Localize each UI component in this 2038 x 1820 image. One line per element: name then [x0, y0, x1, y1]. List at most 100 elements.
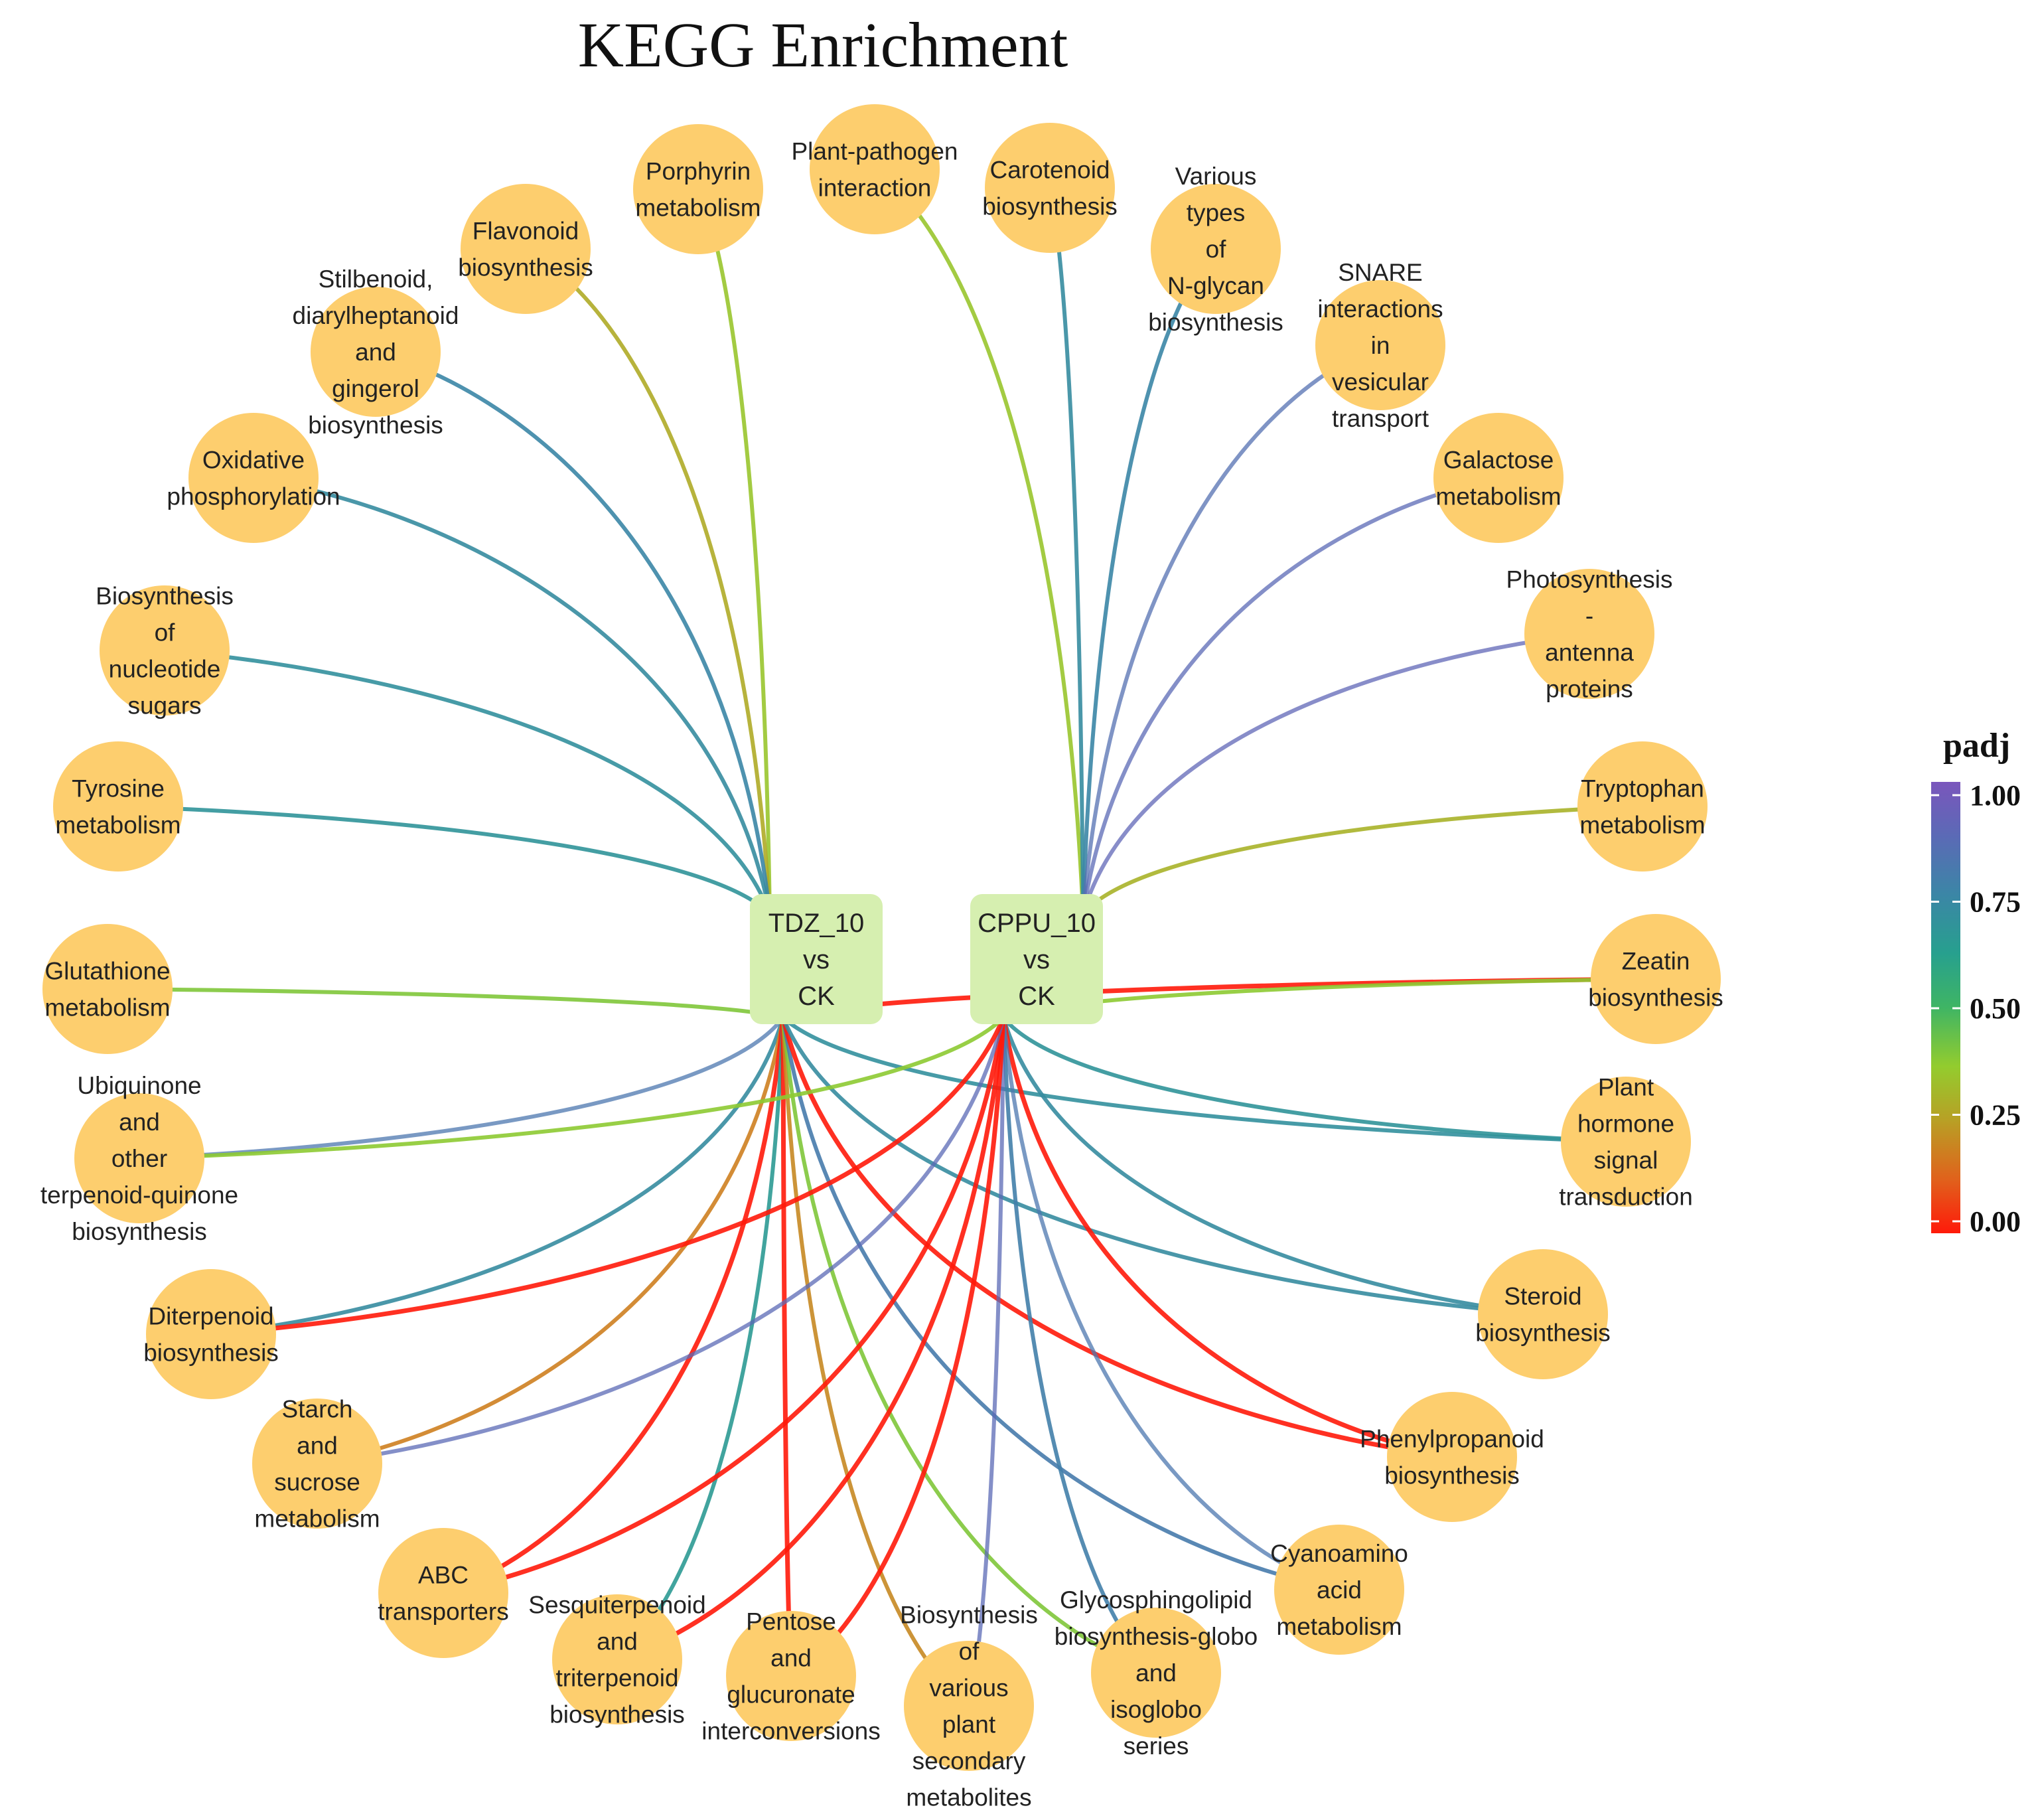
- node-label-line: other: [111, 1145, 167, 1172]
- node-label-line: Tryptophan: [1581, 775, 1704, 802]
- node-label-line: Ubiquinone: [77, 1072, 201, 1099]
- node-label-line: interactions: [1317, 295, 1443, 323]
- node-label-line: sugars: [127, 692, 201, 720]
- node-label-line: Phenylpropanoid: [1360, 1426, 1544, 1453]
- node-label-line: Diterpenoid: [148, 1303, 273, 1330]
- node-label-line: Cyanoamino: [1270, 1540, 1408, 1567]
- pathway-node-stilbenoid[interactable]: Stilbenoid,diarylheptanoidandgingerolbio…: [293, 265, 459, 439]
- comparison-box: [970, 894, 1103, 1024]
- node-label-line: Glycosphingolipid: [1060, 1586, 1252, 1614]
- node-label-line: secondary: [912, 1748, 1026, 1775]
- node-label-line: diarylheptanoid: [293, 302, 459, 329]
- chart-title: KEGG Enrichment: [578, 9, 1068, 80]
- edge-tdz-diterpenoid: [209, 1016, 785, 1336]
- node-label-line: transduction: [1559, 1183, 1693, 1211]
- node-label-line: of: [959, 1638, 980, 1665]
- node-label-line: Plant-pathogen: [792, 138, 958, 165]
- node-label-line: biosynthesis: [143, 1339, 279, 1367]
- node-label-line: Galactose: [1443, 447, 1554, 474]
- node-circle: [1091, 1608, 1221, 1738]
- node-circle: [552, 1594, 682, 1724]
- pathway-node-secondary[interactable]: Biosynthesisofvariousplantsecondarymetab…: [900, 1602, 1038, 1811]
- node-label-line: Glutathione: [44, 958, 170, 985]
- legend-tick-label: 0.75: [1970, 886, 2021, 919]
- legend-tick-label: 1.00: [1970, 779, 2021, 812]
- pathway-node-glycosphingolipid[interactable]: Glycosphingolipidbiosynthesis-globoandis…: [1055, 1586, 1258, 1760]
- node-label-line: plant: [942, 1711, 996, 1738]
- node-label-line: metabolism: [1276, 1613, 1402, 1640]
- pathway-node-ubiquinone[interactable]: Ubiquinoneandotherterpenoid-quinonebiosy…: [40, 1072, 238, 1245]
- node-label-line: Biosynthesis: [96, 583, 234, 610]
- node-label-line: Oxidative: [202, 447, 305, 474]
- node-label-line: nucleotide: [109, 656, 221, 683]
- node-label-line: SNARE: [1338, 259, 1422, 286]
- node-label-line: biosynthesis: [982, 193, 1118, 220]
- node-circle: [1591, 914, 1721, 1044]
- node-label-line: acid: [1317, 1576, 1362, 1604]
- node-circle: [1561, 1077, 1691, 1207]
- nodes-layer: PorphyrinmetabolismPlant-pathogeninterac…: [40, 104, 1723, 1811]
- node-circle: [1387, 1392, 1517, 1522]
- node-label-line: types: [1187, 199, 1245, 226]
- pathway-node-diterpenoid[interactable]: Diterpenoid biosynthesis: [143, 1269, 279, 1399]
- node-circle: [1478, 1249, 1608, 1379]
- edge-cppu-ubiquinone: [137, 1016, 1005, 1160]
- comparison-label-line: vs: [803, 945, 830, 974]
- edge-tdz-nucleotide: [163, 648, 772, 916]
- node-label-line: Sesquiterpenoid: [528, 1592, 705, 1619]
- node-label-line: antenna: [1545, 639, 1634, 666]
- node-label-line: isoglobo: [1110, 1696, 1202, 1723]
- node-label-line: Biosynthesis: [900, 1602, 1038, 1629]
- edge-cppu-tryptophan: [1081, 804, 1644, 916]
- pathway-node-cyanoamino[interactable]: Cyanoamino acid metabolism: [1270, 1525, 1408, 1655]
- legend-tick-label: 0.50: [1970, 992, 2021, 1025]
- edge-tdz-cyanoamino: [781, 1016, 1341, 1592]
- node-label-line: interconversions: [701, 1718, 880, 1745]
- node-label-line: signal: [1594, 1147, 1658, 1174]
- node-label-line: Tyrosine: [72, 775, 165, 802]
- node-label-line: terpenoid-quinone: [40, 1181, 238, 1209]
- node-label-line: and: [1135, 1659, 1177, 1687]
- pathway-node-sesquiterpenoid[interactable]: Sesquiterpenoidandtriterpenoidbiosynthes…: [528, 1592, 705, 1728]
- node-circle: [42, 924, 173, 1054]
- node-label-line: gingerol: [332, 375, 419, 402]
- comparison-label-line: CPPU_10: [978, 909, 1096, 938]
- node-label-line: Zeatin: [1622, 948, 1690, 975]
- node-label-line: glucuronate: [727, 1681, 855, 1708]
- node-label-line: Flavonoid: [473, 218, 579, 245]
- comparison-label-line: vs: [1023, 945, 1050, 974]
- edge-tdz-tyrosine: [116, 804, 772, 916]
- legend-tick-label: 0.25: [1970, 1099, 2021, 1132]
- edge-cppu-diterpenoid: [208, 1015, 1006, 1337]
- edge-tdz-starch: [315, 1016, 785, 1466]
- node-circle: [1524, 569, 1654, 699]
- node-circle: [985, 123, 1115, 253]
- pathway-node-phenylpropanoid[interactable]: Phenylpropanoid biosynthesis: [1360, 1392, 1544, 1522]
- node-circle: [188, 413, 319, 543]
- node-label-line: metabolism: [254, 1505, 380, 1533]
- node-label-line: and: [297, 1432, 338, 1460]
- node-label-line: Porphyrin: [646, 158, 751, 185]
- node-label-line: biosynthesis: [1384, 1462, 1520, 1489]
